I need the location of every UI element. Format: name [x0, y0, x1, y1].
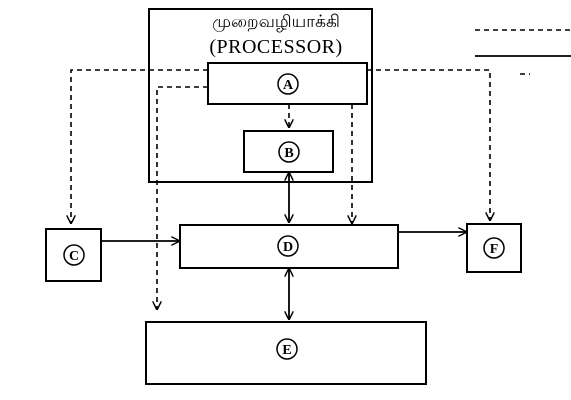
control-line-a-to-f: [367, 69, 490, 221]
processor-title: முறைவழியாக்கி: [212, 12, 340, 32]
block-e: E: [145, 321, 427, 385]
block-d-label: D: [283, 240, 293, 255]
block-c-badge: [63, 244, 85, 266]
block-a-label: A: [283, 78, 294, 93]
block-e-badge: [276, 338, 298, 360]
control-line-a-to-c: [71, 69, 208, 224]
block-b: B: [243, 130, 334, 173]
block-b-label: B: [284, 146, 293, 161]
block-c: C: [45, 228, 102, 282]
processor-subtitle: (PROCESSOR): [209, 36, 342, 58]
control-line-a-to-e: [157, 86, 208, 310]
block-d: D: [179, 224, 399, 269]
block-a-badge: [277, 73, 299, 95]
block-a: A: [207, 62, 368, 105]
block-b-badge: [278, 141, 300, 163]
block-d-badge: [277, 235, 299, 257]
block-a-rect: [207, 62, 368, 105]
processor-boundary: [148, 8, 373, 183]
block-f-badge: [483, 237, 505, 259]
block-c-label: C: [69, 249, 79, 264]
block-f: F: [466, 223, 522, 273]
block-f-label: F: [490, 242, 499, 257]
block-e-label: E: [282, 343, 291, 358]
